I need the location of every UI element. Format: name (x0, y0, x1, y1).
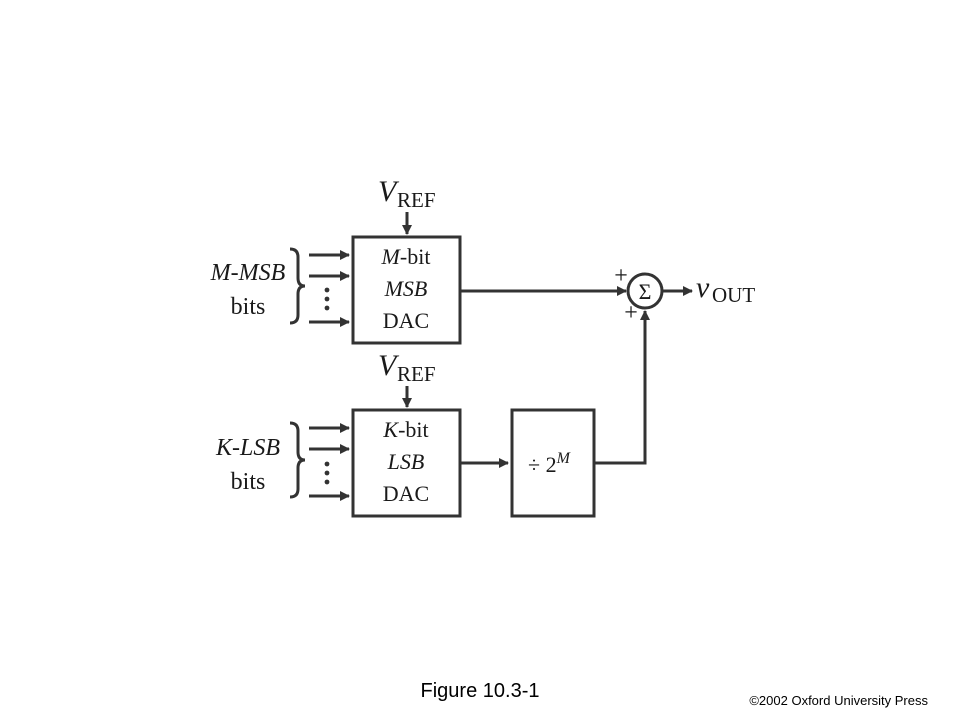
lsb-dac-line1: K-bit (382, 417, 428, 442)
vref-bottom-label: V (378, 349, 400, 382)
msb-dac-line1: M-bit (381, 244, 431, 269)
summer-plus-bottom: + (624, 300, 638, 326)
lsb-dac-block (351, 408, 462, 518)
vref-top-label: V (378, 175, 400, 208)
lsb-dac-line3: DAC (383, 481, 429, 506)
msb-inputs-label-line1: M-MSB (210, 260, 286, 286)
summer-plus-top: + (614, 263, 628, 289)
vout-subscript: OUT (712, 283, 755, 307)
lsb-input-brace (289, 421, 306, 499)
lsb-input-ellipsis (324, 461, 330, 485)
lsb-inputs-label-line2: bits (231, 469, 266, 495)
vout-label: v (696, 271, 710, 304)
msb-dac-line2: MSB (384, 276, 428, 301)
divide-by-2m-block (510, 408, 596, 518)
figure-caption: Figure 10.3-1 (421, 680, 540, 702)
msb-input-ellipsis (324, 287, 330, 311)
msb-input-brace (289, 247, 306, 325)
lsb-dac-line2: LSB (387, 449, 425, 474)
vref-bottom-subscript: REF (397, 362, 436, 386)
lsb-inputs-label-line1: K-LSB (215, 435, 280, 461)
msb-inputs-label-line2: bits (231, 294, 266, 320)
msb-dac-line3: DAC (383, 308, 429, 333)
sigma-symbol: Σ (639, 279, 652, 304)
divider-to-summer-arrow (594, 310, 650, 465)
divider-label: ÷ 2M (528, 450, 572, 477)
copyright-notice: ©2002 Oxford University Press (749, 693, 928, 708)
vref-top-subscript: REF (397, 188, 436, 212)
